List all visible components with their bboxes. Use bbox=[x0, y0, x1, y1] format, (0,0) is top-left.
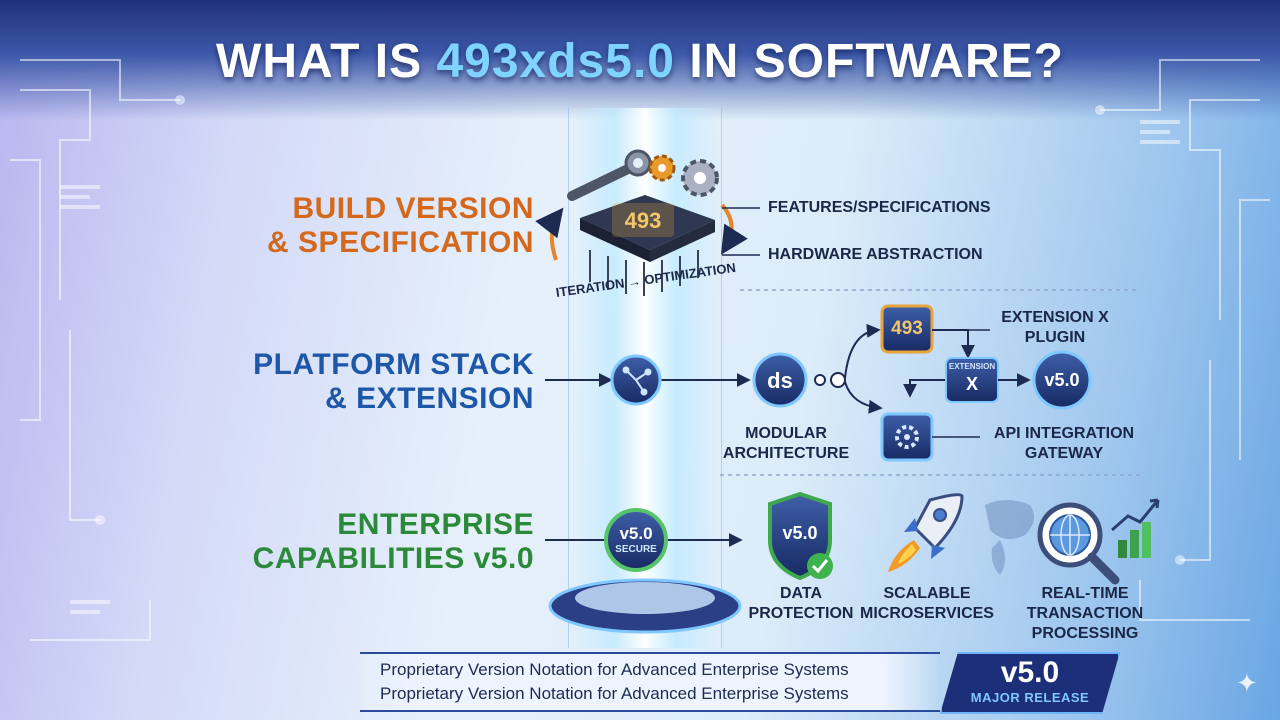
header-band bbox=[0, 0, 1280, 120]
footer-banner bbox=[360, 652, 940, 712]
gear-icon bbox=[648, 154, 719, 197]
footer-line-2: Proprietary Version Notation for Advance… bbox=[380, 684, 849, 703]
secure-version: v5.0 bbox=[619, 524, 653, 543]
box-493-label: 493 bbox=[891, 318, 923, 339]
sparkle-icon: ✦ bbox=[1236, 668, 1258, 698]
footer-line-1: Proprietary Version Notation for Advance… bbox=[380, 660, 849, 679]
page-title: WHAT IS 493xds5.0 IN SOFTWARE? bbox=[216, 35, 1064, 88]
v50-label: v5.0 bbox=[1044, 370, 1080, 390]
wrench-icon bbox=[567, 149, 652, 201]
rocket-icon bbox=[888, 493, 964, 572]
features-label: FEATURES/SPECIFICATIONS bbox=[768, 199, 991, 216]
title-highlight: 493xds5.0 bbox=[436, 35, 675, 88]
secure-label: SECURE bbox=[615, 544, 657, 555]
v50-node bbox=[1032, 350, 1092, 410]
network-icon bbox=[610, 354, 662, 406]
badge-subtitle: MAJOR RELEASE bbox=[970, 690, 1090, 705]
build-section-title: BUILD VERSION& SPECIFICATION bbox=[267, 192, 534, 259]
ds-node bbox=[752, 352, 808, 408]
shield-version: v5.0 bbox=[782, 523, 818, 543]
extension-small-label: EXTENSION bbox=[948, 362, 996, 371]
chip-label: 493 bbox=[624, 208, 662, 233]
microchip-icon bbox=[580, 195, 715, 296]
bar-chart-icon bbox=[1111, 498, 1160, 558]
secure-node bbox=[604, 508, 668, 572]
hardware-label: HARDWARE ABSTRACTION bbox=[768, 246, 983, 263]
platform-section-title: PLATFORM STACK& EXTENSION bbox=[253, 348, 534, 415]
release-badge bbox=[940, 652, 1120, 714]
shield-check-icon bbox=[768, 491, 833, 581]
globe-magnifier-icon bbox=[985, 500, 1120, 585]
extension-big-label: X bbox=[965, 374, 978, 394]
badge-version: v5.0 bbox=[1000, 656, 1060, 689]
gear-icon bbox=[880, 412, 934, 462]
ds-label: ds bbox=[767, 368, 793, 393]
